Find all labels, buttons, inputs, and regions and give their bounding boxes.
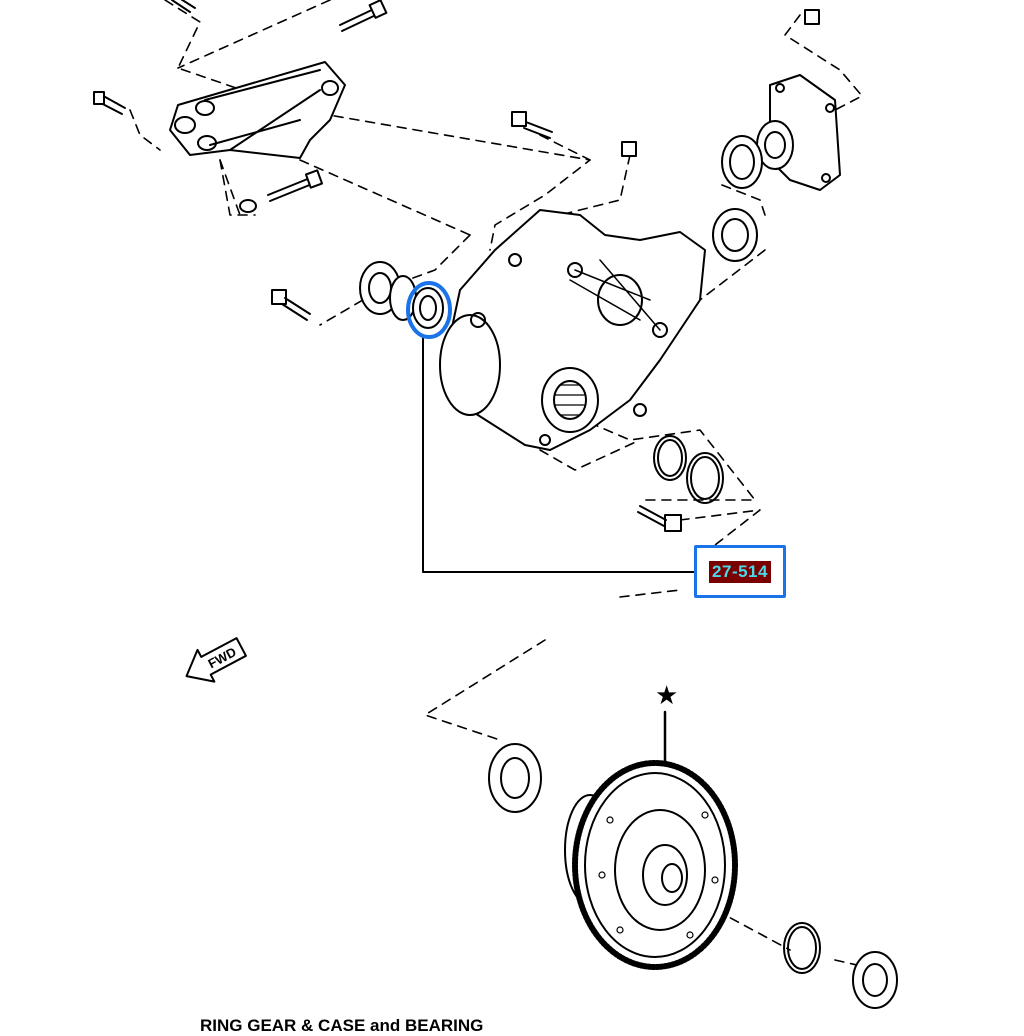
- bolt-lower-right: [637, 505, 682, 532]
- snap-ring-lower: [686, 452, 724, 504]
- bolt-left: [93, 91, 126, 115]
- bearing-lower: [488, 743, 542, 813]
- bolt-top-center: [339, 0, 388, 32]
- fwd-arrow-icon: FWD: [185, 637, 247, 683]
- callout-leader-line: [422, 334, 695, 573]
- highlight-ring: [406, 281, 452, 339]
- nut-center-upper: [621, 141, 637, 157]
- diagram-caption: RING GEAR & CASE and BEARING: [200, 1016, 484, 1035]
- bolt-center-upper: [511, 111, 553, 139]
- ring-gear-case: [564, 760, 738, 970]
- bolt-bracket-lower: [267, 169, 324, 202]
- oil-seal-bottom-right: [852, 951, 898, 1009]
- nut-top-right: [804, 9, 820, 25]
- shim-ring-bottom: [783, 922, 821, 974]
- oil-seal-upper: [721, 135, 763, 189]
- bolt-left-middle: [271, 289, 311, 321]
- highlighted-seal[interactable]: [412, 287, 444, 329]
- companion-flange: [756, 74, 841, 191]
- nut-small-left: [239, 199, 257, 213]
- part-reference-label: 27-514: [709, 560, 771, 583]
- oil-seal-middle-right: [712, 208, 758, 262]
- shim-ring-lower-left: [653, 435, 687, 481]
- star-mark-icon: ★: [655, 681, 679, 711]
- part-reference-callout[interactable]: 27-514: [694, 545, 786, 598]
- mounting-bracket: [169, 61, 346, 159]
- transfer-case-body: [439, 209, 706, 451]
- bolt-top-left: [171, 0, 196, 13]
